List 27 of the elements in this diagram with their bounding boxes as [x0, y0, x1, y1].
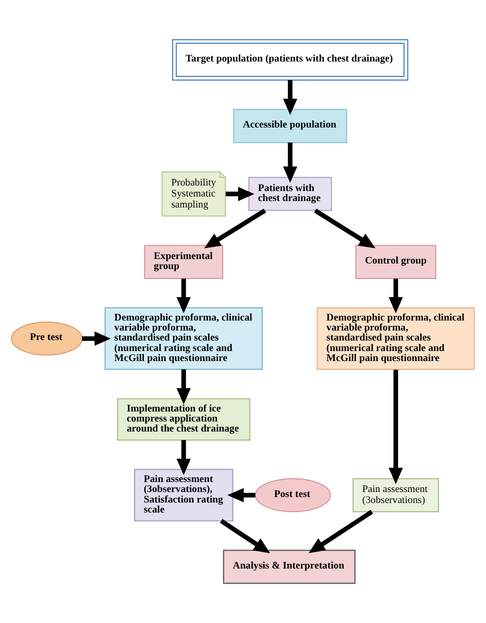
arrow [308, 510, 374, 554]
node-box: Analysis & Interpretation [223, 550, 356, 584]
node-box: Experimental group [144, 244, 224, 279]
arrow [283, 80, 298, 115]
node-box: Pain assessment (3observations), Satisfaction rating scale [134, 468, 234, 522]
arrow [227, 488, 256, 502]
node-box: Demographic proforma, clinical variable proforma, standardised pain scales (numerical rating scale and McGill pain questionnaire [316, 307, 475, 370]
node-box: Pain assessment (3observations) [352, 478, 440, 512]
arrow [204, 208, 266, 248]
arrow [176, 369, 191, 404]
arrow [220, 518, 270, 554]
node-ellipse: Post test [254, 478, 331, 512]
node-ellipse: Pre test [10, 322, 83, 356]
node-box: Patients with chest drainage [248, 176, 332, 212]
arrow [283, 142, 298, 183]
arrow [82, 331, 111, 346]
arrow [226, 186, 254, 202]
arrow [176, 278, 191, 314]
node-box: Demographic proforma, clinical variable proforma, standardised pain scales (numerical rating scale and McGill pain questionnaire [104, 307, 263, 370]
arrow [314, 208, 376, 248]
node-box: Control group [355, 244, 436, 279]
arrow [176, 440, 191, 476]
node-box: Accessible population [233, 108, 348, 144]
arrow [388, 278, 403, 314]
arrow [388, 370, 403, 484]
node-box: Target population (patients with chest drainage) [172, 39, 408, 81]
node-box: Implementation of ice compress application around the chest drainage [116, 398, 250, 441]
